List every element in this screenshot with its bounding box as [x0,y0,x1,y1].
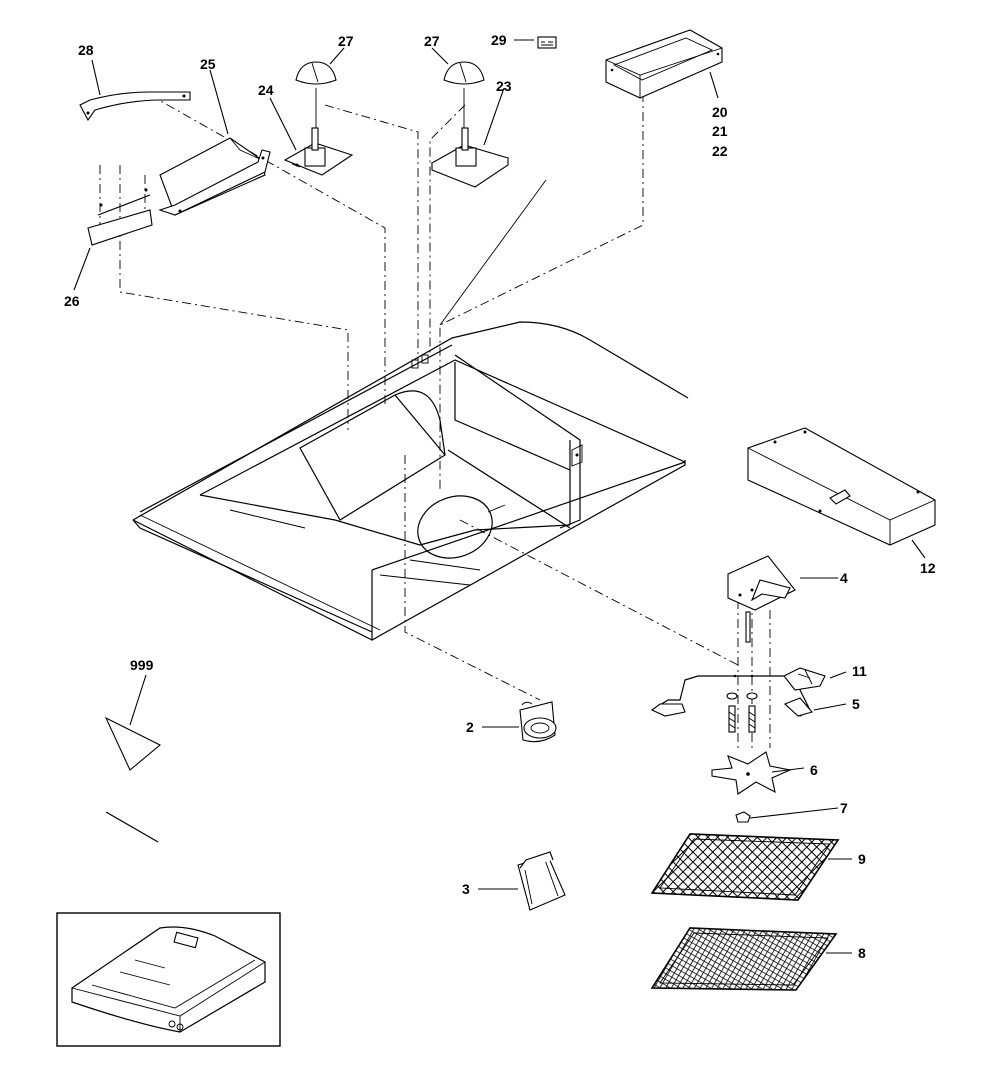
label-part-12: 12 [920,560,936,576]
label-part-29: 29 [491,32,507,48]
label-part-9: 9 [858,851,866,867]
part-26-socket-plate[interactable] [87,188,153,246]
label-part-27-right: 27 [424,33,440,49]
label-part-24: 24 [258,82,274,98]
label-part-5: 5 [852,696,860,712]
label-part-28: 28 [78,42,94,58]
label-part-21: 21 [712,123,728,139]
part-999-literature[interactable] [104,716,161,843]
part-5-motor-strap[interactable] [650,674,813,717]
part-4-motor-bracket[interactable] [727,555,796,643]
label-part-23: 23 [496,78,512,94]
label-part-4: 4 [840,570,848,586]
part-12-control-box[interactable] [747,427,936,546]
part-24-switch-plate[interactable] [283,127,354,176]
label-part-11: 11 [852,663,867,679]
part-27-knob-right[interactable] [443,61,485,128]
part-11-clip[interactable] [783,667,826,691]
part-6-blower-wheel[interactable] [711,751,792,795]
part-28-bracket[interactable] [79,91,191,122]
part-29-label[interactable] [537,36,557,49]
label-part-7: 7 [840,800,848,816]
label-part-25: 25 [200,56,216,72]
part-27-knob-left[interactable] [295,61,337,128]
label-part-22: 22 [712,143,728,159]
label-part-8: 8 [858,945,866,961]
label-part-999: 999 [130,657,154,673]
motor-mount-screws[interactable] [726,692,758,733]
label-part-20: 20 [712,104,728,120]
range-hood-body [132,179,689,642]
part-3-blower-housing[interactable] [517,851,566,911]
part-23-switch-plate[interactable] [430,127,510,188]
part-9-grease-filter[interactable] [650,833,840,901]
part-2-motor[interactable] [519,701,557,743]
leader-lines [73,39,926,954]
part-8-charcoal-filter[interactable] [650,927,838,991]
label-part-3: 3 [462,881,470,897]
part-25-lens-housing[interactable] [158,137,271,216]
part-7-nut[interactable] [735,811,751,823]
label-part-2: 2 [466,719,474,735]
label-part-26: 26 [64,293,80,309]
label-part-6: 6 [810,762,818,778]
label-part-27-left: 27 [338,33,354,49]
part-20-damper-box[interactable] [605,29,723,99]
part-number-labels: 28 25 24 27 27 23 29 20 21 22 26 12 4 11… [64,32,936,961]
assembled-hood-inset [56,912,281,1047]
